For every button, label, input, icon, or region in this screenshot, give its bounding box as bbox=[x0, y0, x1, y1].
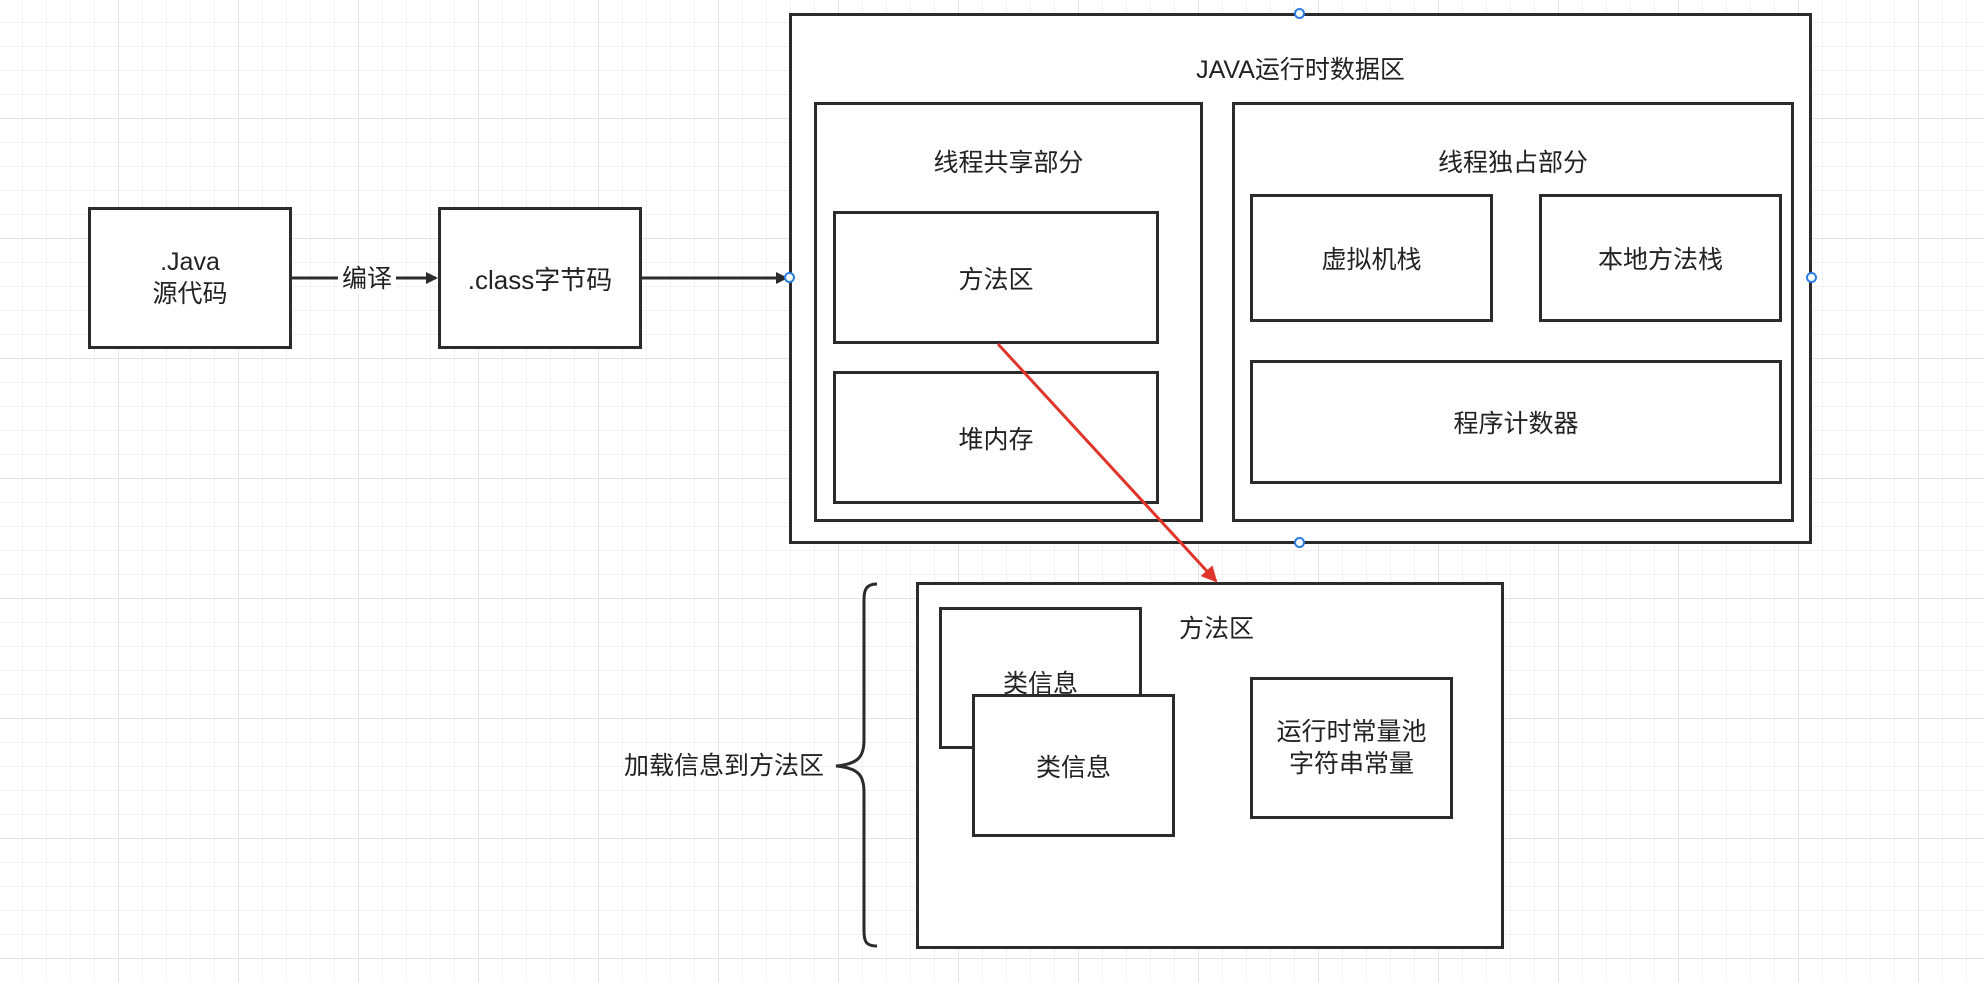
heap-box[interactable]: 堆内存 bbox=[833, 371, 1159, 504]
class-info-back-label: 类信息 bbox=[1002, 670, 1078, 698]
constant-pool-line1: 运行时常量池 bbox=[1276, 718, 1427, 746]
java-source-line1: .Java bbox=[160, 248, 220, 276]
heap-label: 堆内存 bbox=[958, 425, 1034, 454]
thread-shared-title: 线程共享部分 bbox=[933, 149, 1084, 177]
selection-handle-bottom[interactable] bbox=[1294, 537, 1305, 548]
selection-handle-right[interactable] bbox=[1806, 272, 1817, 283]
compile-label: 编译 bbox=[338, 263, 396, 295]
method-area-detail-title: 方法区 bbox=[1179, 615, 1255, 643]
vm-stack-label: 虚拟机栈 bbox=[1321, 246, 1422, 274]
runtime-constant-pool-box[interactable]: 运行时常量池 字符串常量 bbox=[1250, 677, 1453, 819]
program-counter-box[interactable]: 程序计数器 bbox=[1250, 360, 1782, 484]
selection-handle-top[interactable] bbox=[1294, 8, 1305, 19]
program-counter-label: 程序计数器 bbox=[1453, 410, 1579, 438]
vm-stack-box[interactable]: 虚拟机栈 bbox=[1250, 194, 1493, 322]
class-info-box-front[interactable]: 类信息 bbox=[972, 694, 1175, 837]
bytecode-label: .class字节码 bbox=[467, 264, 613, 295]
constant-pool-line2: 字符串常量 bbox=[1288, 750, 1414, 778]
native-method-stack-label: 本地方法栈 bbox=[1597, 246, 1723, 274]
method-area-label: 方法区 bbox=[958, 265, 1034, 294]
method-area-box[interactable]: 方法区 bbox=[833, 211, 1159, 344]
selection-handle-left[interactable] bbox=[784, 272, 795, 283]
load-brace bbox=[835, 582, 878, 948]
native-method-stack-box[interactable]: 本地方法栈 bbox=[1539, 194, 1782, 322]
runtime-data-area-title: JAVA运行时数据区 bbox=[1196, 56, 1405, 84]
bytecode-box[interactable]: .class字节码 bbox=[438, 207, 642, 349]
java-source-line2: 源代码 bbox=[152, 280, 228, 308]
thread-private-title: 线程独占部分 bbox=[1437, 149, 1588, 177]
load-to-method-area-label: 加载信息到方法区 bbox=[623, 752, 824, 780]
class-info-front-label: 类信息 bbox=[1035, 753, 1111, 782]
java-source-box[interactable]: .Java 源代码 bbox=[88, 207, 292, 349]
